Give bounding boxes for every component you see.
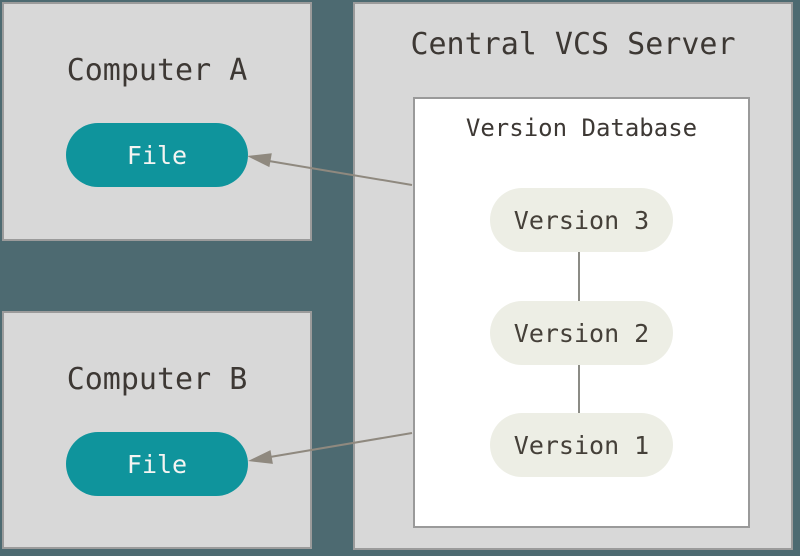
computer-b-title: Computer B [66, 362, 248, 397]
version-1-pill: Version 1 [490, 413, 673, 477]
computer-a-title: Computer A [66, 53, 248, 88]
central-vcs-server-title: Central VCS Server [410, 27, 736, 62]
computer-b-file-label: File [126, 449, 188, 479]
version-1-label: Version 1 [513, 430, 650, 460]
version-2-pill: Version 2 [490, 301, 673, 365]
computer-b-file-pill: File [66, 432, 248, 496]
central-vcs-server-box: Central VCS Server Version Database Vers… [353, 2, 793, 550]
version-database-box: Version Database Version 3 Version 2 Ver… [413, 97, 750, 528]
computer-a-box: Computer A File [2, 2, 312, 241]
computer-b-box: Computer B File [2, 311, 312, 549]
version-3-pill: Version 3 [490, 188, 673, 252]
version-2-label: Version 2 [513, 318, 650, 348]
version-database-title: Version Database [465, 114, 698, 142]
version-3-label: Version 3 [513, 205, 650, 235]
computer-a-file-pill: File [66, 123, 248, 187]
computer-a-file-label: File [126, 140, 188, 170]
